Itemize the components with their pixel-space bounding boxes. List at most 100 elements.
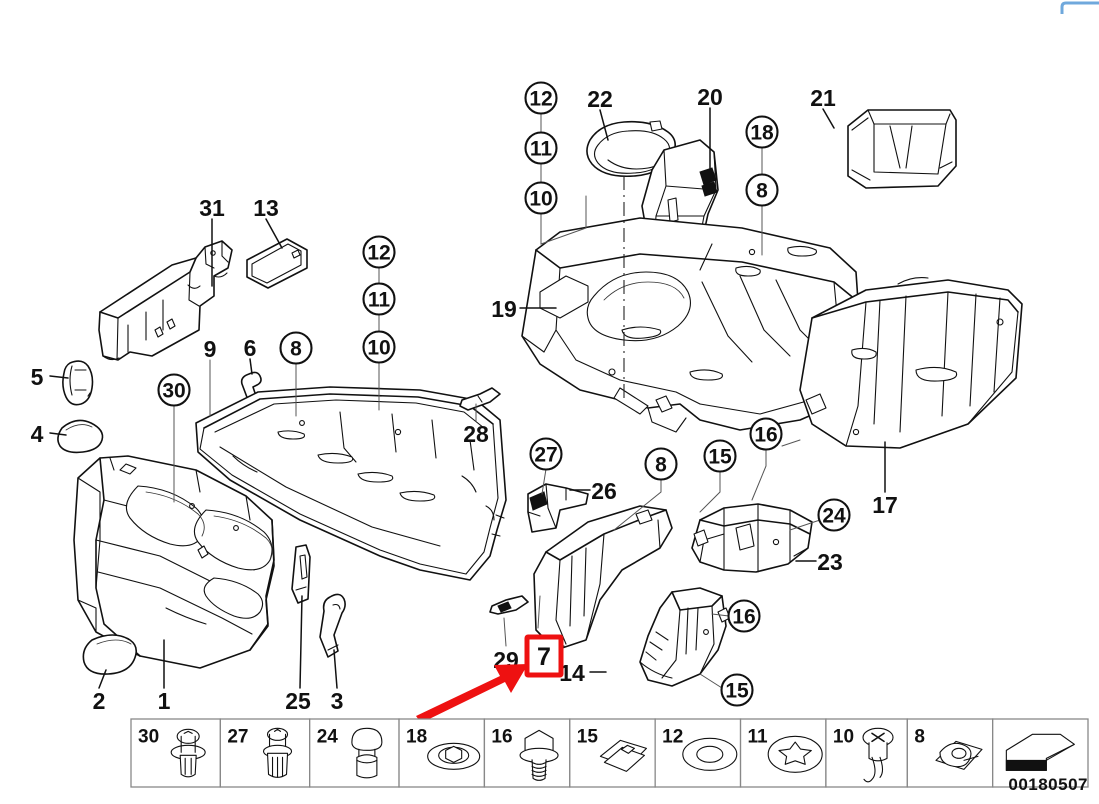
- callout-8-6: 8: [745, 173, 779, 207]
- legend-number: 30: [138, 727, 159, 748]
- legend-number: 8: [914, 727, 925, 748]
- part-17-floor-pan: [799, 277, 1023, 449]
- callout-label: 22: [587, 86, 613, 112]
- legend-number: 27: [227, 727, 248, 748]
- callout-label: 12: [367, 242, 390, 265]
- callout-16-25: 16: [749, 417, 783, 451]
- callout-21-7: 21: [810, 85, 836, 111]
- legend-item-30: 30: [130, 718, 221, 788]
- highlight-box-part-7[interactable]: [524, 634, 564, 678]
- callout-15-30: 15: [720, 673, 754, 707]
- callout-label: 14: [559, 660, 585, 686]
- callout-label: 8: [756, 180, 768, 203]
- part-28-clip-bar: [459, 387, 501, 411]
- callout-30-16: 30: [157, 373, 191, 407]
- callout-1-32: 1: [158, 688, 171, 714]
- callout-10-2: 10: [524, 181, 558, 215]
- expanding-rivet-icon: [262, 727, 293, 778]
- part-26-angle-bracket: [527, 483, 589, 533]
- legend-number: 16: [491, 727, 512, 748]
- part-25-strip: [291, 544, 311, 604]
- legend-item-marker: [992, 718, 1089, 788]
- part-15-lower-liner: [639, 587, 731, 687]
- callout-25-33: 25: [285, 688, 311, 714]
- legend-number: 10: [833, 727, 854, 748]
- callout-5-14: 5: [31, 364, 44, 390]
- callout-circle: [727, 599, 761, 633]
- callout-label: 6: [244, 335, 257, 361]
- callout-circle: [524, 81, 558, 115]
- callout-27-21: 27: [529, 437, 563, 471]
- part-22-oval-frame: [586, 120, 676, 178]
- part-23-bracket-assembly: [691, 503, 813, 573]
- callout-8-19: 8: [279, 331, 313, 365]
- callout-6-18: 6: [244, 335, 257, 361]
- callout-circle: [745, 173, 779, 207]
- callout-circle: [745, 115, 779, 149]
- callout-9-17: 9: [204, 336, 217, 362]
- callout-circle: [524, 131, 558, 165]
- callout-11-11: 11: [362, 282, 396, 316]
- callout-label: 19: [491, 296, 517, 322]
- part-29-small-clip: [489, 595, 529, 615]
- callout-label: 16: [754, 424, 777, 447]
- callout-label: 1: [158, 688, 171, 714]
- callout-label: 2: [93, 688, 106, 714]
- leader-lines: [49, 107, 886, 689]
- square-cage-nut-icon: [599, 739, 647, 772]
- callout-31-8: 31: [199, 195, 225, 221]
- legend-item-12: 12: [654, 718, 742, 788]
- hex-flange-screw-icon: [519, 729, 559, 781]
- callout-18-5: 18: [745, 115, 779, 149]
- part-31-air-duct: [98, 240, 233, 361]
- callout-circle: [703, 439, 737, 473]
- callout-26-22: 26: [591, 478, 617, 504]
- callout-label: 15: [708, 446, 732, 469]
- legend-item-27: 27: [219, 718, 311, 788]
- callout-circle: [279, 331, 313, 365]
- star-retaining-washer-icon: [767, 735, 823, 773]
- callout-label: 25: [285, 688, 311, 714]
- callout-22-3: 22: [587, 86, 613, 112]
- legend-number: 24: [317, 727, 339, 748]
- part-13-cover-plate: [246, 238, 308, 289]
- callout-label: 13: [253, 195, 279, 221]
- flat-washer-icon: [682, 737, 738, 771]
- callout-10-12: 10: [362, 330, 396, 364]
- legend-item-10: 10: [825, 718, 908, 788]
- callout-12-10: 12: [362, 235, 396, 269]
- legend-cell: [309, 718, 400, 788]
- legend-item-24: 24: [309, 718, 400, 788]
- part-2-oval-cover: [82, 634, 138, 675]
- callout-24-27: 24: [817, 498, 851, 532]
- callout-15-24: 15: [703, 439, 737, 473]
- callout-23-28: 23: [817, 549, 843, 575]
- callout-circle: [362, 235, 396, 269]
- callout-label: 18: [750, 122, 774, 145]
- callout-label: 27: [534, 444, 557, 467]
- callout-3-34: 3: [331, 688, 344, 714]
- callout-label: 9: [204, 336, 217, 362]
- callout-label: 28: [463, 421, 489, 447]
- callout-8-23: 8: [644, 447, 678, 481]
- callout-label: 15: [725, 680, 749, 703]
- callout-label: 21: [810, 85, 836, 111]
- callout-label: 11: [368, 289, 391, 312]
- callout-circle: [362, 330, 396, 364]
- callout-label: 12: [529, 88, 552, 111]
- callout-label: 30: [162, 380, 185, 403]
- callout-circle: [157, 373, 191, 407]
- callout-label: 23: [817, 549, 843, 575]
- callout-label: 10: [529, 188, 552, 211]
- callout-17-26: 17: [872, 492, 898, 518]
- callout-label: 24: [822, 505, 846, 528]
- legend-item-11: 11: [739, 718, 827, 788]
- callout-label: 3: [331, 688, 344, 714]
- legend-number: 12: [662, 727, 683, 748]
- washer-with-nut-icon: [427, 742, 481, 770]
- callout-12-0: 12: [524, 81, 558, 115]
- part-6-clip-hook: [240, 371, 262, 401]
- callout-circle: [529, 437, 563, 471]
- callout-16-29: 16: [727, 599, 761, 633]
